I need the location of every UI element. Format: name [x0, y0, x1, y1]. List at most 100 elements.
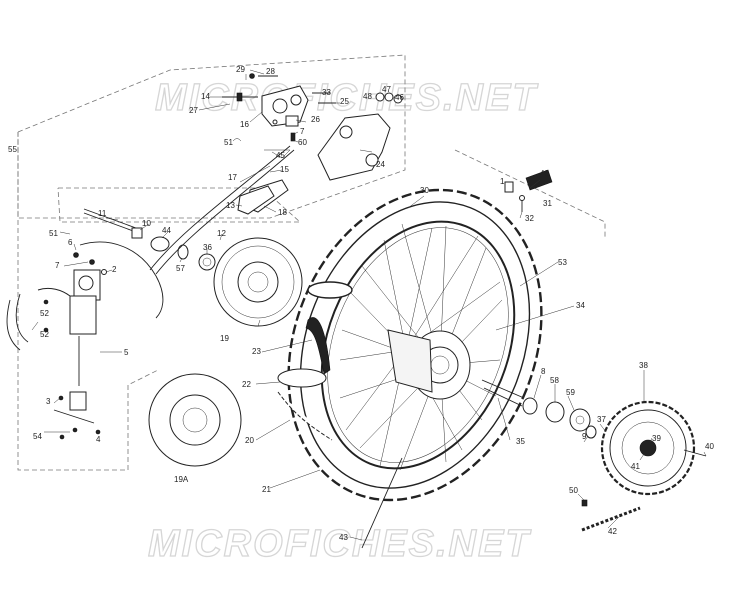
- callout-4: 4: [96, 435, 101, 444]
- callout-18: 18: [278, 208, 287, 217]
- axle-block-1: [504, 181, 514, 193]
- leader-52: [31, 321, 39, 331]
- leader-18: [263, 205, 277, 213]
- callout-55: 55: [8, 145, 17, 154]
- rear-sprocket: [600, 400, 707, 496]
- brake-hose-17-edge: [155, 149, 295, 275]
- leader-31: [529, 179, 541, 189]
- callout-14: 14: [201, 92, 210, 101]
- banjo-fitting-7: [89, 259, 95, 265]
- bearing-36: [198, 253, 216, 271]
- reservoir-hose: [6, 293, 29, 351]
- spoke: [405, 227, 433, 351]
- leader-2: [105, 269, 113, 273]
- rear-axle-group: [83, 208, 216, 271]
- callout-8: 8: [541, 367, 546, 376]
- axle-tube-edge: [483, 387, 523, 407]
- clevis: [69, 391, 87, 411]
- callout-1: 1: [500, 177, 505, 186]
- seal-47: [384, 92, 394, 102]
- callout-22: 22: [242, 380, 251, 389]
- brake-disc-19a-center: [182, 407, 208, 433]
- brake-hose-17: [149, 145, 291, 271]
- callout-26: 26: [311, 115, 320, 124]
- watermark-top: MICROFICHES.NET: [155, 77, 538, 119]
- rear-wheel: [287, 188, 543, 549]
- callout-48: 48: [363, 92, 372, 101]
- brake-disc-19a: [148, 373, 242, 467]
- rim-band-22: [277, 368, 327, 388]
- rim-band-end-top: [307, 281, 353, 299]
- caliper-bracket-tab: [285, 115, 299, 127]
- callout-24: 24: [376, 160, 385, 169]
- washer-52a: [43, 299, 49, 305]
- seal-48: [375, 92, 385, 102]
- callout-9: 9: [582, 432, 587, 441]
- support-hole-lower: [365, 153, 379, 167]
- leader-3: [53, 397, 61, 404]
- caliper-group-boundary: [17, 54, 406, 219]
- leader-34: [495, 305, 575, 331]
- leader-7: [63, 261, 89, 267]
- leader-50: [577, 493, 585, 501]
- callout-10: 10: [142, 219, 151, 228]
- callout-11: 11: [98, 209, 107, 218]
- leader-53: [519, 261, 559, 287]
- leader-37: [599, 423, 607, 433]
- tire-section-20: [277, 391, 333, 441]
- callout-53: 53: [558, 258, 567, 267]
- callout-51-left: 51: [49, 229, 58, 238]
- caliper-pin-washer: [236, 92, 243, 102]
- leader-15: [269, 169, 283, 173]
- leader-20: [255, 419, 291, 441]
- pad-group-boundary: [57, 187, 302, 223]
- leader-16: [249, 111, 263, 123]
- leader-23: [261, 339, 313, 353]
- leader-11: [105, 217, 119, 221]
- caliper-piston: [272, 98, 288, 114]
- caliper-support-plate: [317, 113, 391, 181]
- hub-body: [387, 329, 433, 393]
- leader-51a: [59, 231, 71, 235]
- master-cylinder: [6, 241, 164, 440]
- leader-41: [639, 453, 645, 461]
- leader-8: [533, 374, 542, 399]
- caliper-bleed-port: [290, 94, 302, 106]
- callout-25: 25: [340, 97, 349, 106]
- nut-54b: [59, 434, 65, 440]
- callout-17: 17: [228, 173, 237, 182]
- inner-tube-23: [305, 317, 331, 375]
- bearing-36-inner: [202, 257, 212, 267]
- spoke: [383, 239, 407, 351]
- fitting-3: [58, 395, 64, 401]
- fitting-6: [73, 252, 79, 258]
- callout-54: 54: [33, 432, 42, 441]
- callout-29: 29: [236, 65, 245, 74]
- brake-disc-19a-hub: [169, 394, 221, 446]
- brake-disc-track: [221, 245, 295, 319]
- seal-58: [545, 401, 565, 423]
- sprocket-bolt-40: [683, 449, 707, 457]
- fitting-2: [101, 269, 107, 275]
- leader-40: [703, 451, 707, 457]
- leader-9: [583, 435, 589, 443]
- spacer-59-bore: [575, 415, 585, 425]
- brake-pad-inner: [237, 185, 275, 215]
- callout-34: 34: [576, 301, 585, 310]
- leader-12: [219, 233, 223, 241]
- callout-7-top: 7: [300, 127, 305, 136]
- callout-16: 16: [240, 120, 249, 129]
- callout-52-upper: 52: [40, 309, 49, 318]
- leader-43: [349, 536, 363, 541]
- callout-58: 58: [550, 376, 559, 385]
- brake-pads: [237, 149, 291, 215]
- axle-tube-35: [481, 379, 525, 399]
- axle-spacer-10: [131, 227, 143, 239]
- leader-60: [292, 139, 299, 143]
- callout-3: 3: [46, 397, 51, 406]
- brake-disc-19: [213, 237, 303, 327]
- reservoir-link: [37, 287, 71, 297]
- leader-22: [255, 381, 281, 385]
- callout-5: 5: [124, 348, 129, 357]
